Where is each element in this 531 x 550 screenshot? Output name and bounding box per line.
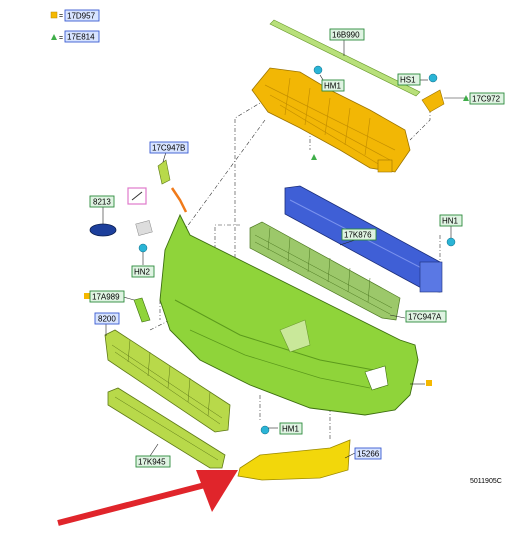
legend-code-1: 17D957 [67,12,96,21]
legend-code-2: 17E814 [67,33,95,42]
yellow-marker-icon [84,293,90,299]
legend-triangle-icon [51,34,57,40]
upper-seal-strip [269,19,421,97]
part-labels: 16B990 HM1 HS1 17C972 17C947B 8213 HN2 1… [89,28,505,468]
lower-grille-strip [107,387,226,469]
svg-text:=: = [59,13,63,20]
label-17k876: 17K876 [344,231,372,240]
highlight-arrow [57,470,238,526]
label-hm1-top: HM1 [324,82,341,91]
fog-lamp-bezel [237,439,351,481]
figure-code: 5011905C [470,478,502,485]
label-17c947b: 17C947B [152,144,185,153]
clip-icon [138,243,148,253]
label-17c972: 17C972 [472,95,501,104]
label-17a989: 17A989 [92,293,120,302]
label-15266: 15266 [357,450,380,459]
pen-icon [131,191,143,201]
legend: = 17D957 = 17E814 [50,9,100,43]
label-hm1-bottom: HM1 [282,425,299,434]
legend-square-icon [50,11,58,19]
label-17c947a: 17C947A [408,313,442,322]
green-marker-icon [463,95,469,101]
yellow-marker-icon [426,380,432,386]
leader-lines [102,40,468,459]
label-8200: 8200 [98,315,116,324]
clip-icon [313,65,323,75]
label-17k945: 17K945 [138,458,166,467]
label-hs1: HS1 [400,76,416,85]
bumper-cover [159,213,419,416]
green-marker-icon [311,154,317,160]
lower-grille [104,329,231,433]
label-hn2: HN2 [134,268,151,277]
clip-icon [446,237,456,247]
upper-grille [249,221,401,321]
clip-icon [428,73,438,83]
emblem-backing-plate [135,220,153,236]
clips [138,65,456,435]
label-16b990: 16B990 [332,31,360,40]
ford-emblem-icon [89,223,117,237]
tow-hook-cover [170,187,188,213]
side-bracket [421,89,445,113]
clip-icon [260,425,270,435]
upper-bracket [251,67,411,173]
side-bracket-17a989 [133,297,151,323]
bracket-17c947b [157,159,171,185]
label-hn1: HN1 [442,217,459,226]
svg-text:=: = [59,35,63,42]
label-8213: 8213 [93,198,111,207]
